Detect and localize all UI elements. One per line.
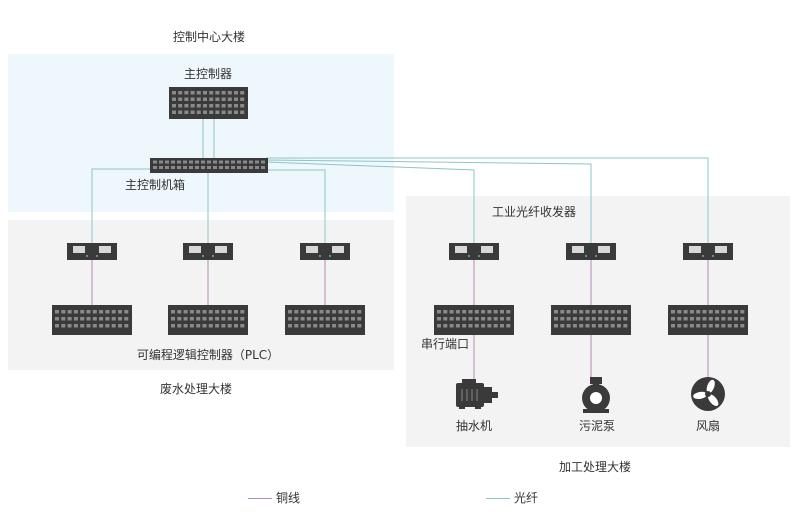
- pump-device-label: 抽水机: [455, 419, 493, 433]
- transceiver-unit: [67, 243, 117, 260]
- zone-processing-title: 加工处理大楼: [558, 460, 632, 474]
- transceiver-unit: [566, 243, 616, 260]
- plc-unit: [551, 305, 631, 335]
- transceiver-unit: [683, 243, 733, 260]
- plc-unit: [285, 305, 365, 335]
- zone-control-center-title: 控制中心大楼: [172, 30, 246, 44]
- legend-fiber-label: 光纤: [514, 491, 539, 505]
- main-controller-label: 主控制器: [183, 67, 233, 81]
- serial-port-label: 串行端口: [421, 337, 470, 351]
- fan-device-label: 风扇: [695, 419, 721, 433]
- fiber-plc1: [91, 168, 160, 244]
- fan-icon: [691, 377, 725, 411]
- transceiver-label: 工业光纤收发器: [491, 205, 577, 219]
- transceiver-unit: [183, 243, 233, 260]
- plc-label: 可编程逻辑控制器（PLC）: [136, 348, 280, 362]
- fiber-trans2: [265, 159, 592, 244]
- legend-fiber-swatch: [486, 498, 510, 499]
- zone-wastewater-title: 废水处理大楼: [159, 382, 233, 396]
- zone-control-center: [8, 54, 394, 212]
- main-cabinet-label: 主控制机箱: [125, 178, 186, 192]
- copper-lines: [91, 259, 709, 380]
- motor-icon: [456, 379, 498, 409]
- transceiver-unit: [449, 243, 499, 260]
- fiber-plc3: [266, 169, 326, 244]
- plc-unit: [434, 305, 514, 335]
- legend-copper-label: 铜线: [276, 491, 301, 505]
- plc-unit: [52, 305, 132, 335]
- transceiver-unit: [300, 243, 350, 260]
- main-controller: [169, 87, 248, 119]
- sludge-pump-device-label: 污泥泵: [578, 419, 616, 433]
- fiber-trans1: [265, 161, 475, 244]
- plc-unit: [168, 305, 248, 335]
- main-cabinet-switch: [150, 158, 268, 173]
- legend-copper-swatch: [248, 498, 272, 499]
- pump-icon: [582, 377, 610, 413]
- plc-unit: [668, 305, 748, 335]
- fiber-lines: [91, 118, 709, 244]
- fiber-trans3: [266, 157, 709, 244]
